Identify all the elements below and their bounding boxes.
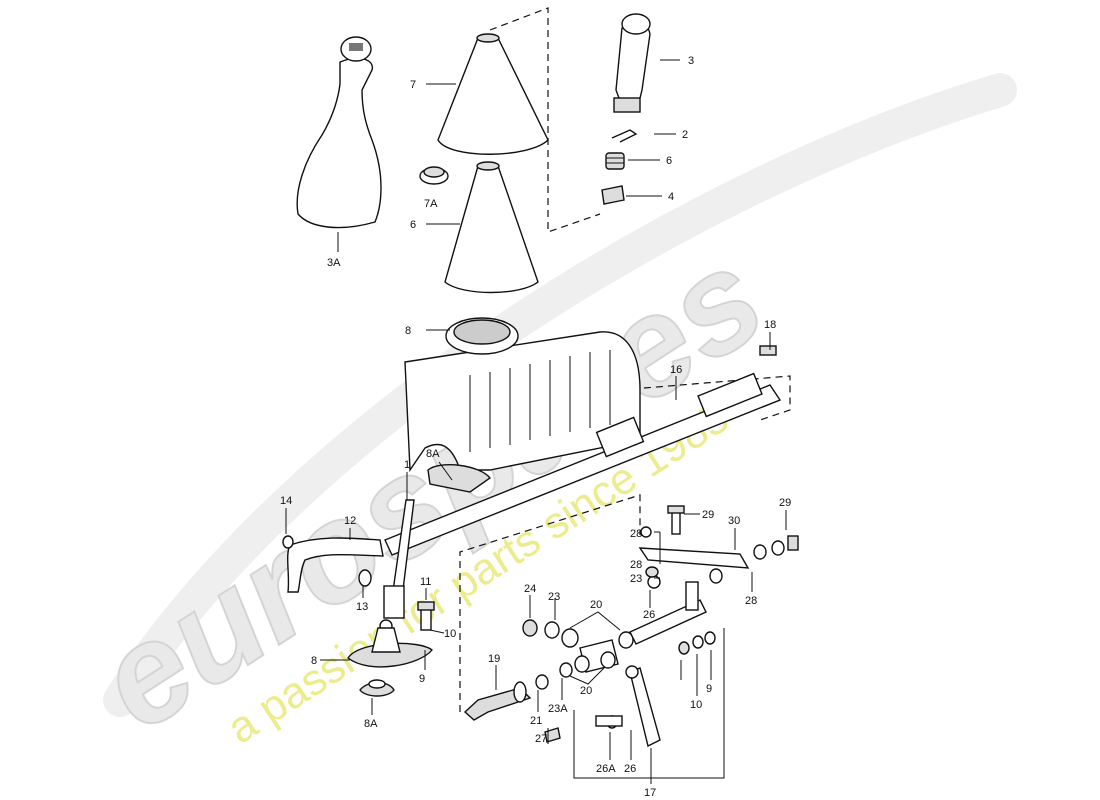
part-20-shaft — [463, 681, 532, 721]
part-7-outer-cone-boot — [437, 33, 549, 155]
watermark-brand: eurospares — [71, 217, 790, 760]
label-11-right: 9 — [706, 683, 712, 695]
part-4-insert — [601, 185, 625, 205]
label-14: 12 — [344, 515, 356, 527]
part-18-lever — [625, 665, 661, 748]
label-28-right: 29 — [779, 497, 791, 509]
label-26: 26A — [596, 763, 616, 775]
part-17-shift-rod — [384, 372, 782, 556]
part-29-linkage — [638, 547, 750, 569]
label-3a: 3A — [327, 257, 341, 269]
label-27-mid: 28 — [630, 559, 642, 571]
part-2-clip — [611, 129, 638, 143]
label-9: 8 — [311, 655, 317, 667]
label-28-left: 29 — [702, 509, 714, 521]
label-12-right: 10 — [690, 699, 702, 711]
label-16: 14 — [280, 495, 292, 507]
label-3: 3 — [688, 55, 694, 67]
label-7: 7 — [410, 79, 416, 91]
label-23-center: 23 — [548, 591, 560, 603]
part-10-bush — [359, 679, 395, 697]
label-27-top: 28 — [630, 528, 642, 540]
bolts — [544, 345, 799, 743]
label-10: 8A — [364, 718, 378, 730]
callout-labels: 3 2 6 4 7 6 7A 3A 8 18 16 8A 1 14 12 13 … — [280, 55, 791, 799]
part-7a-ring — [419, 166, 449, 185]
label-19: 18 — [764, 319, 776, 331]
assembly-guide-lines — [459, 7, 791, 712]
part-9-base-plate — [347, 627, 433, 668]
label-20: 19 — [488, 653, 500, 665]
label-27-right: 28 — [745, 595, 757, 607]
label-1: 1 — [404, 459, 410, 471]
label-21-top: 20 — [590, 599, 602, 611]
label-22: 21 — [530, 715, 542, 727]
label-23a: 23A — [548, 703, 568, 715]
label-7a: 7A — [424, 198, 438, 210]
label-29: 30 — [728, 515, 740, 527]
label-5: 6 — [666, 155, 672, 167]
label-21-bottom: 20 — [580, 685, 592, 697]
part-5-spring — [605, 152, 625, 170]
label-18: 17 — [644, 787, 656, 799]
washers-and-nuts — [522, 526, 785, 729]
label-4: 4 — [668, 191, 674, 203]
leader-lines — [285, 59, 787, 784]
label-26a: 27 — [535, 733, 547, 745]
label-25-bottom: 26 — [624, 763, 636, 775]
part-14-rod-end — [286, 537, 384, 593]
label-2: 2 — [682, 129, 688, 141]
label-12-left: 10 — [444, 628, 456, 640]
label-17: 16 — [670, 364, 682, 376]
label-15: 13 — [356, 601, 368, 613]
label-11-left: 9 — [419, 673, 425, 685]
part-6-inner-cone-boot — [444, 161, 539, 294]
part-30-pin-shaft — [629, 581, 707, 645]
part-13-bolt — [417, 601, 435, 631]
part-3a-shift-boot — [296, 36, 382, 229]
part-3-shift-knob — [613, 13, 651, 113]
label-6: 6 — [410, 219, 416, 231]
part-16-bushing — [282, 535, 294, 549]
label-8: 8 — [405, 325, 411, 337]
label-25-right: 26 — [643, 609, 655, 621]
label-23-right: 23 — [630, 573, 642, 585]
label-24: 24 — [524, 583, 536, 595]
part-15-washer — [358, 569, 372, 587]
part-8a-plate — [427, 464, 492, 493]
label-13: 11 — [420, 576, 431, 588]
label-8a: 8A — [426, 448, 440, 460]
